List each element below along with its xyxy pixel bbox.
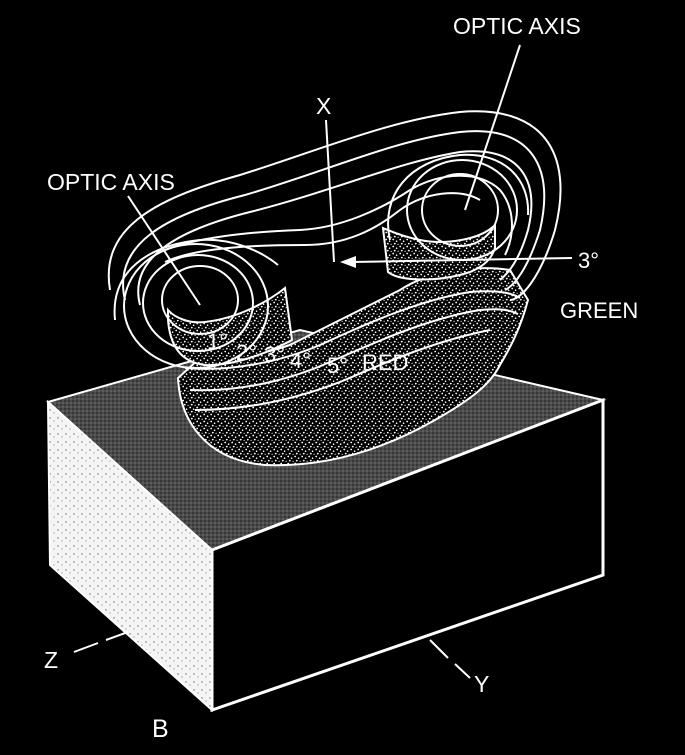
band-curve-1: [184, 290, 521, 370]
angle-label-5: 5°: [327, 353, 348, 378]
right-ring-3: [387, 153, 530, 241]
x-axis-line: [325, 119, 335, 263]
isochrome-outer-3: [137, 150, 533, 306]
green-label: GREEN: [560, 298, 638, 323]
interference-surface: [167, 222, 530, 467]
band-curve-2: [189, 308, 519, 392]
right-optic-axis-tube: [381, 222, 496, 281]
panel-label: B: [152, 715, 169, 743]
three-degree-label: 3°: [578, 248, 599, 273]
angle-label-2: 2°: [236, 340, 257, 365]
three-degree-arrowhead: [340, 256, 356, 268]
three-degree-leader: [351, 257, 573, 263]
left-ring-4: [113, 238, 279, 321]
labels: OPTIC AXIS OPTIC AXIS X 3° GREEN RED 1° …: [44, 13, 638, 743]
x-axis-label: X: [316, 93, 331, 119]
z-axis-dash-2: [105, 631, 129, 641]
red-label: RED: [362, 350, 408, 375]
left-ring-1: [161, 265, 239, 335]
block-front-face: [210, 397, 605, 713]
z-axis-dash-1: [73, 642, 99, 653]
angle-label-3: 3°: [264, 342, 285, 367]
left-ring-2: [142, 254, 254, 352]
isochrome-outer-4: [154, 174, 513, 256]
isochrome-outer-2: [122, 130, 546, 301]
right-ring-1: [421, 173, 499, 247]
y-axis-dash-2: [454, 663, 471, 679]
isochromatic-curves: [107, 110, 562, 411]
stippled-surface: [176, 267, 530, 467]
y-axis-dash-1: [429, 639, 449, 659]
y-axis-label: Y: [474, 671, 489, 697]
left-optic-axis-tube: [167, 286, 294, 367]
optic-axis-left-leader: [127, 195, 201, 306]
leader-lines: [73, 44, 573, 679]
isochrome-outer-5: [164, 192, 481, 263]
optic-axis-right-label: OPTIC AXIS: [453, 13, 581, 39]
z-axis-label: Z: [44, 647, 58, 673]
angle-label-4: 4°: [290, 348, 311, 373]
angle-label-1: 1°: [207, 329, 228, 354]
isochrome-outer-1: [107, 110, 562, 301]
optic-axis-right-leader: [464, 44, 521, 211]
optic-axis-left-label: OPTIC AXIS: [47, 169, 175, 195]
band-curve-3: [194, 329, 491, 411]
